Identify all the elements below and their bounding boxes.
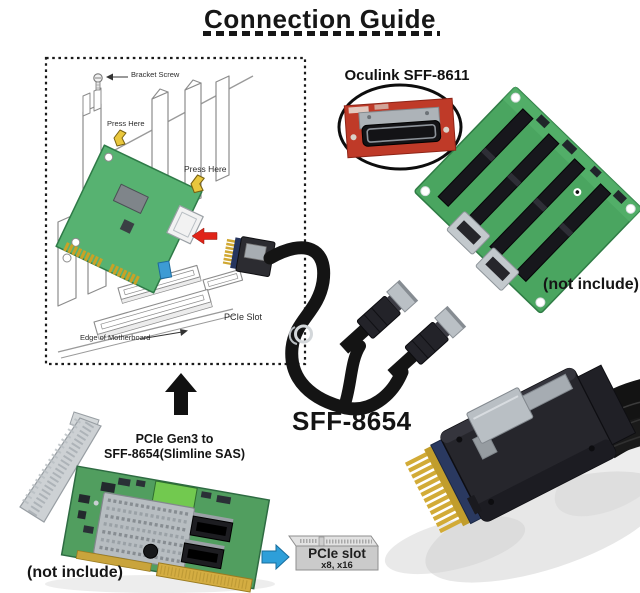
blue-arrow-icon	[261, 543, 290, 571]
adapter-pcb	[60, 465, 271, 593]
installation-line-art	[55, 73, 276, 359]
dashed-instruction-box	[44, 56, 307, 366]
line-art-adapter-card	[55, 144, 204, 294]
card-sff8654-socket	[166, 204, 204, 245]
pcie-backplane-card	[414, 86, 640, 314]
sff8654-cable	[263, 241, 409, 416]
note-backplane-not-included: (not include)	[543, 276, 639, 293]
line-art-slot-2	[93, 288, 213, 340]
label-press-here-2: Press Here	[184, 164, 227, 174]
label-pcie-slot: PCIe Slot	[224, 312, 263, 322]
press-here-clip-1	[113, 129, 127, 147]
pcie-slot-caption-line1: PCIe slot	[308, 546, 366, 561]
bracket-screw-icon	[93, 73, 103, 91]
oculink-callout	[337, 83, 463, 171]
label-press-here-1: Press Here	[107, 119, 145, 128]
label-adapter-line1: PCIe Gen3 to	[135, 432, 214, 446]
label-bracket-screw: Bracket Screw	[131, 70, 180, 79]
oculink-connector-photo	[343, 97, 457, 159]
sff8654-connector-photo	[404, 364, 640, 535]
pcie-slot-glyph	[288, 535, 379, 571]
cable-connector-2	[387, 305, 467, 380]
cable-shadow	[45, 439, 640, 593]
pcie-slot-caption-line2: x8, x16	[321, 560, 353, 571]
press-here-clip-2	[190, 174, 205, 194]
pcie-slot-caption: PCIe slot x8, x16	[296, 546, 378, 571]
label-edge-of-motherboard: Edge of Motherboard	[80, 333, 151, 342]
title-underline	[203, 31, 440, 36]
label-oculink-sff8611: Oculink SFF-8611	[344, 67, 470, 84]
up-arrow-icon	[165, 373, 197, 415]
cable-connector-1	[339, 279, 419, 354]
adapter-gold-edge	[155, 562, 253, 593]
slot-latch	[157, 260, 173, 280]
bracket-screw-pointer	[106, 73, 128, 81]
edge-of-motherboard-pointer	[139, 329, 188, 340]
line-art-slot-back	[202, 268, 244, 292]
label-sff8654: SFF-8654	[292, 406, 412, 436]
red-arrow-icon	[191, 227, 218, 245]
label-adapter-line2: SFF-8654(Slimline SAS)	[103, 446, 245, 461]
page-title: Connection Guide	[204, 4, 436, 34]
line-art-cable-plug	[222, 236, 276, 277]
note-adapter-not-included: (not include)	[27, 564, 123, 581]
backplane-slots	[437, 108, 612, 283]
connector-latch	[466, 373, 574, 460]
backplane-sff-connectors	[446, 211, 520, 291]
raid-adapter-card	[19, 411, 271, 593]
label-adapter-title: PCIe Gen3 to SFF-8654(Slimline SAS)	[82, 432, 267, 461]
